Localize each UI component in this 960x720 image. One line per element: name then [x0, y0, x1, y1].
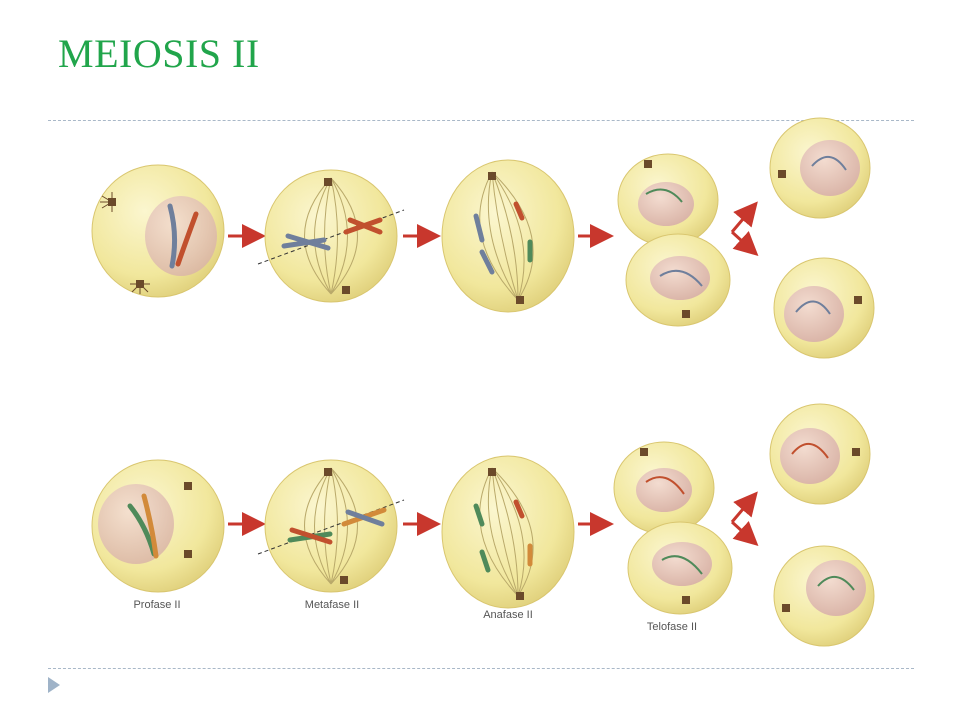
- label-telophase: Telofase II: [647, 621, 697, 633]
- centrosome-icon: [324, 468, 332, 476]
- centrosome-icon: [644, 160, 652, 168]
- play-bullet-icon: [48, 677, 60, 693]
- daughter-cell: [773, 257, 875, 359]
- centrosome-icon: [782, 604, 790, 612]
- centrosome-icon: [342, 286, 350, 294]
- centrosome-icon: [682, 310, 690, 318]
- split-arrows: [730, 201, 759, 257]
- centrosome-icon: [184, 550, 192, 558]
- centrosome-icon: [640, 448, 648, 456]
- centrosome-icon: [516, 592, 524, 600]
- centrosome-icon: [324, 178, 332, 186]
- daughter-cell: [769, 403, 871, 505]
- label-anaphase: Anafase II: [483, 609, 533, 621]
- daughter-cell: [773, 545, 875, 647]
- telophase-cell-bottom: [613, 441, 733, 615]
- centrosome-icon: [854, 296, 862, 304]
- centrosome-icon: [488, 468, 496, 476]
- centrosome-icon: [488, 172, 496, 180]
- slide-title: MEIOSIS II: [58, 31, 260, 76]
- prophase-cell-top: [91, 164, 225, 298]
- telophase-cell-top: [617, 153, 731, 327]
- centrosome-icon: [100, 192, 116, 212]
- centrosome-icon: [130, 280, 150, 294]
- label-metaphase: Metafase II: [305, 599, 359, 611]
- split-arrows: [730, 491, 759, 547]
- centrosome-icon: [340, 576, 348, 584]
- metaphase-cell-top: [257, 169, 405, 303]
- centrosome-icon: [682, 596, 690, 604]
- label-prophase: Profase II: [133, 599, 180, 611]
- metaphase-cell-bottom: [257, 459, 405, 593]
- bottom-divider: [48, 668, 914, 669]
- anaphase-cell-bottom: [441, 455, 575, 609]
- top-divider: [48, 120, 914, 121]
- meiosis-diagram: Profase II Metafase II Anafase II Telofa…: [78, 86, 882, 664]
- centrosome-icon: [778, 170, 786, 178]
- centrosome-icon: [184, 482, 192, 490]
- daughter-cell: [769, 117, 871, 219]
- centrosome-icon: [852, 448, 860, 456]
- prophase-cell-bottom: [91, 459, 225, 593]
- anaphase-cell-top: [441, 159, 575, 313]
- centrosome-icon: [516, 296, 524, 304]
